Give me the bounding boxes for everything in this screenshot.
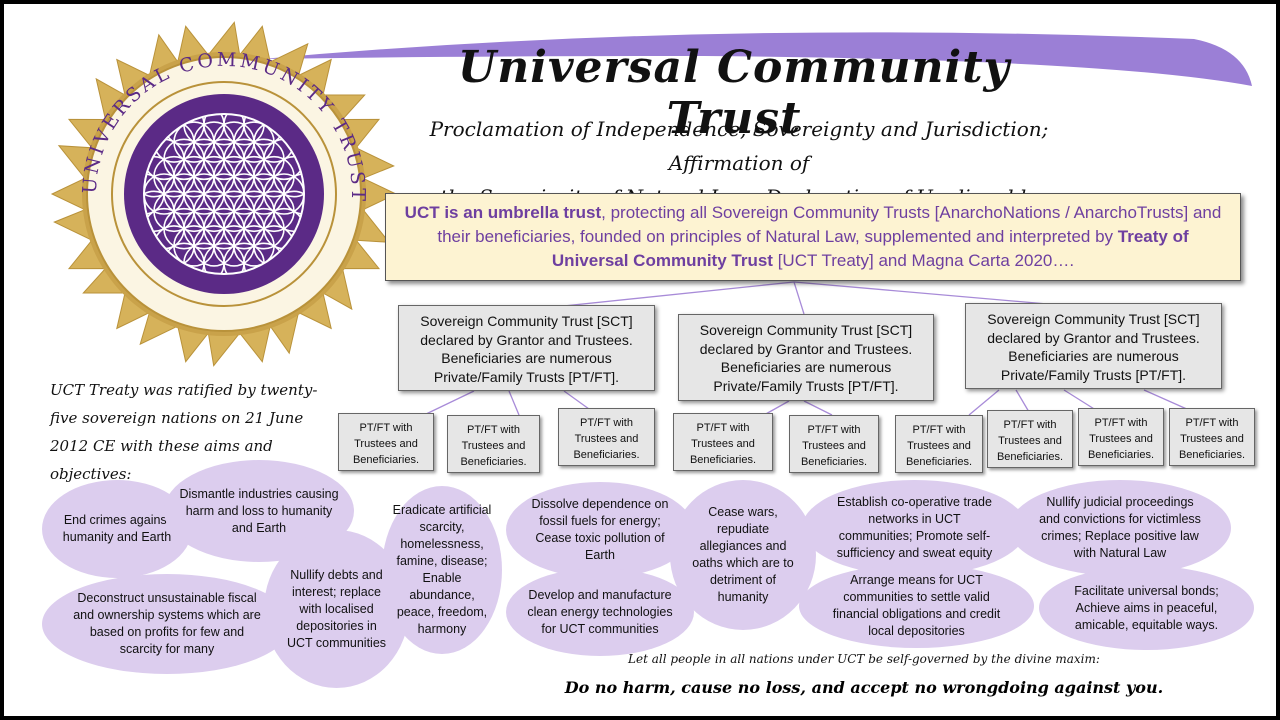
objective-ellipse: Dissolve dependence on fossil fuels for …: [506, 482, 694, 578]
umbrella-bold-2: Treaty of Universal Community Trust: [551, 227, 1189, 270]
ptft-box: PT/FT with Trustees and Beneficiaries.: [447, 415, 540, 473]
objective-ellipse: End crimes against humanity and Earth: [42, 480, 192, 578]
objective-ellipse: Eradicate artificial scarcity, homelessn…: [382, 486, 502, 654]
umbrella-trust-box: UCT is an umbrella trust, protecting all…: [385, 193, 1241, 281]
page-title: Universal Community Trust: [457, 42, 1011, 144]
uct-seal-logo: UNIVERSAL COMMUNITY TRUST: [50, 21, 398, 367]
umbrella-text-2: [UCT Treaty] and Magna Carta 2020….: [772, 251, 1075, 270]
swoosh-banner: [262, 32, 1252, 86]
objective-ellipse: Nullify judicial proceedings and convict…: [1009, 480, 1231, 576]
ptft-box: PT/FT with Trustees and Beneficiaries.: [895, 415, 983, 473]
sct-box-3: Sovereign Community Trust [SCT] declared…: [965, 303, 1222, 389]
objective-ellipse: Arrange means for UCT communities to set…: [799, 564, 1034, 648]
objective-ellipse: Facilitate universal bonds; Achieve aims…: [1039, 566, 1254, 650]
maxim-intro: Let all people in all nations under UCT …: [628, 652, 1100, 666]
sct-box-2: Sovereign Community Trust [SCT] declared…: [678, 314, 934, 401]
connector-arrows: [423, 281, 1190, 416]
divine-maxim: Do no harm, cause no loss, and accept no…: [564, 678, 1164, 697]
ptft-box: PT/FT with Trustees and Beneficiaries.: [338, 413, 434, 471]
sct-box-1: Sovereign Community Trust [SCT] declared…: [398, 305, 655, 391]
ptft-box: PT/FT with Trustees and Beneficiaries.: [987, 410, 1073, 468]
ratified-statement: UCT Treaty was ratified by twenty-five s…: [50, 381, 318, 483]
subtitle-line-1: Proclamation of Independence, Sovereignt…: [429, 117, 1049, 175]
decor-layer: [262, 32, 1252, 416]
umbrella-bold-1: UCT is an umbrella trust: [404, 203, 602, 222]
ptft-box: PT/FT with Trustees and Beneficiaries.: [789, 415, 879, 473]
objective-ellipse: Deconstruct unsustainable fiscal and own…: [42, 574, 292, 674]
objective-ellipse: Cease wars, repudiate allegiances and oa…: [670, 480, 816, 630]
objective-ellipse: Establish co-operative trade networks in…: [802, 480, 1027, 576]
objective-ellipse: Develop and manufacture clean energy tec…: [506, 568, 694, 656]
umbrella-text-1: , protecting all Sovereign Community Tru…: [437, 203, 1222, 246]
ptft-box: PT/FT with Trustees and Beneficiaries.: [1078, 408, 1164, 466]
ptft-box: PT/FT with Trustees and Beneficiaries.: [673, 413, 773, 471]
ptft-box: PT/FT with Trustees and Beneficiaries.: [1169, 408, 1255, 466]
ptft-box: PT/FT with Trustees and Beneficiaries.: [558, 408, 655, 466]
